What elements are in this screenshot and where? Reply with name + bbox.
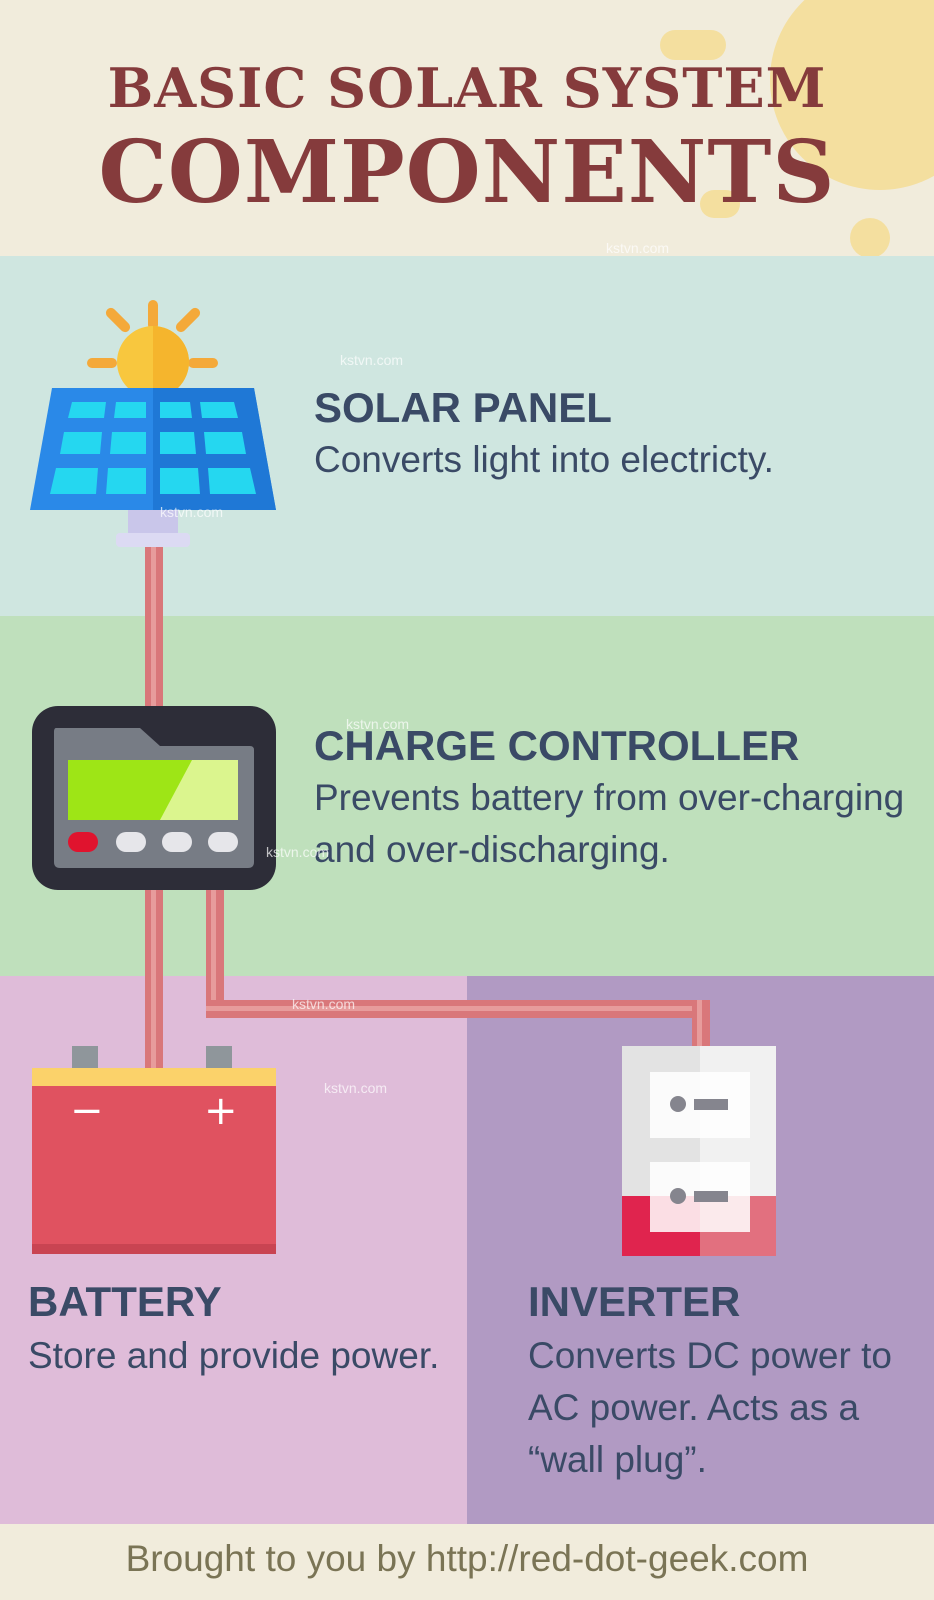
- solar-panel-icon: [30, 388, 276, 547]
- charge-controller-description-line1: Prevents battery from over-charging: [314, 777, 905, 818]
- battery-icon: [32, 1046, 276, 1254]
- watermark: kstvn.com: [340, 352, 404, 368]
- battery-description: Store and provide power.: [28, 1335, 440, 1376]
- title-line-1: BASIC SOLAR SYSTEM: [107, 56, 827, 120]
- solar-panel-description: Converts light into electricty.: [314, 439, 774, 480]
- watermark: kstvn.com: [160, 504, 224, 520]
- watermark: kstvn.com: [606, 240, 670, 256]
- watermark: kstvn.com: [346, 716, 410, 732]
- battery-plus-label: +: [204, 1088, 238, 1134]
- watermark: kstvn.com: [324, 1080, 388, 1096]
- header-band: BASIC SOLAR SYSTEM COMPONENTS: [0, 0, 934, 256]
- footer-credit: Brought to you by http://red-dot-geek.co…: [125, 1538, 809, 1579]
- battery-minus-label: −: [70, 1088, 104, 1134]
- watermark: kstvn.com: [292, 996, 356, 1012]
- solar-panel-heading: SOLAR PANEL: [314, 384, 612, 431]
- battery-heading: BATTERY: [28, 1278, 222, 1325]
- sun-icon: [87, 300, 218, 398]
- charge-controller-heading: CHARGE CONTROLLER: [314, 722, 800, 769]
- title-line-2: COMPONENTS: [98, 122, 836, 223]
- watermark: kstvn.com: [266, 844, 330, 860]
- inverter-description-line1: Converts DC power to: [528, 1335, 892, 1376]
- charge-controller-description-line2: and over-discharging.: [314, 829, 670, 870]
- inverter-heading: INVERTER: [528, 1278, 741, 1325]
- charge-controller-icon: [32, 706, 276, 890]
- inverter-icon: [622, 1046, 776, 1256]
- footer-band: [0, 1524, 934, 1600]
- inverter-description-line2: AC power. Acts as a: [528, 1387, 860, 1428]
- inverter-description-line3: “wall plug”.: [528, 1439, 707, 1480]
- sun-decoration-icon: [660, 0, 934, 256]
